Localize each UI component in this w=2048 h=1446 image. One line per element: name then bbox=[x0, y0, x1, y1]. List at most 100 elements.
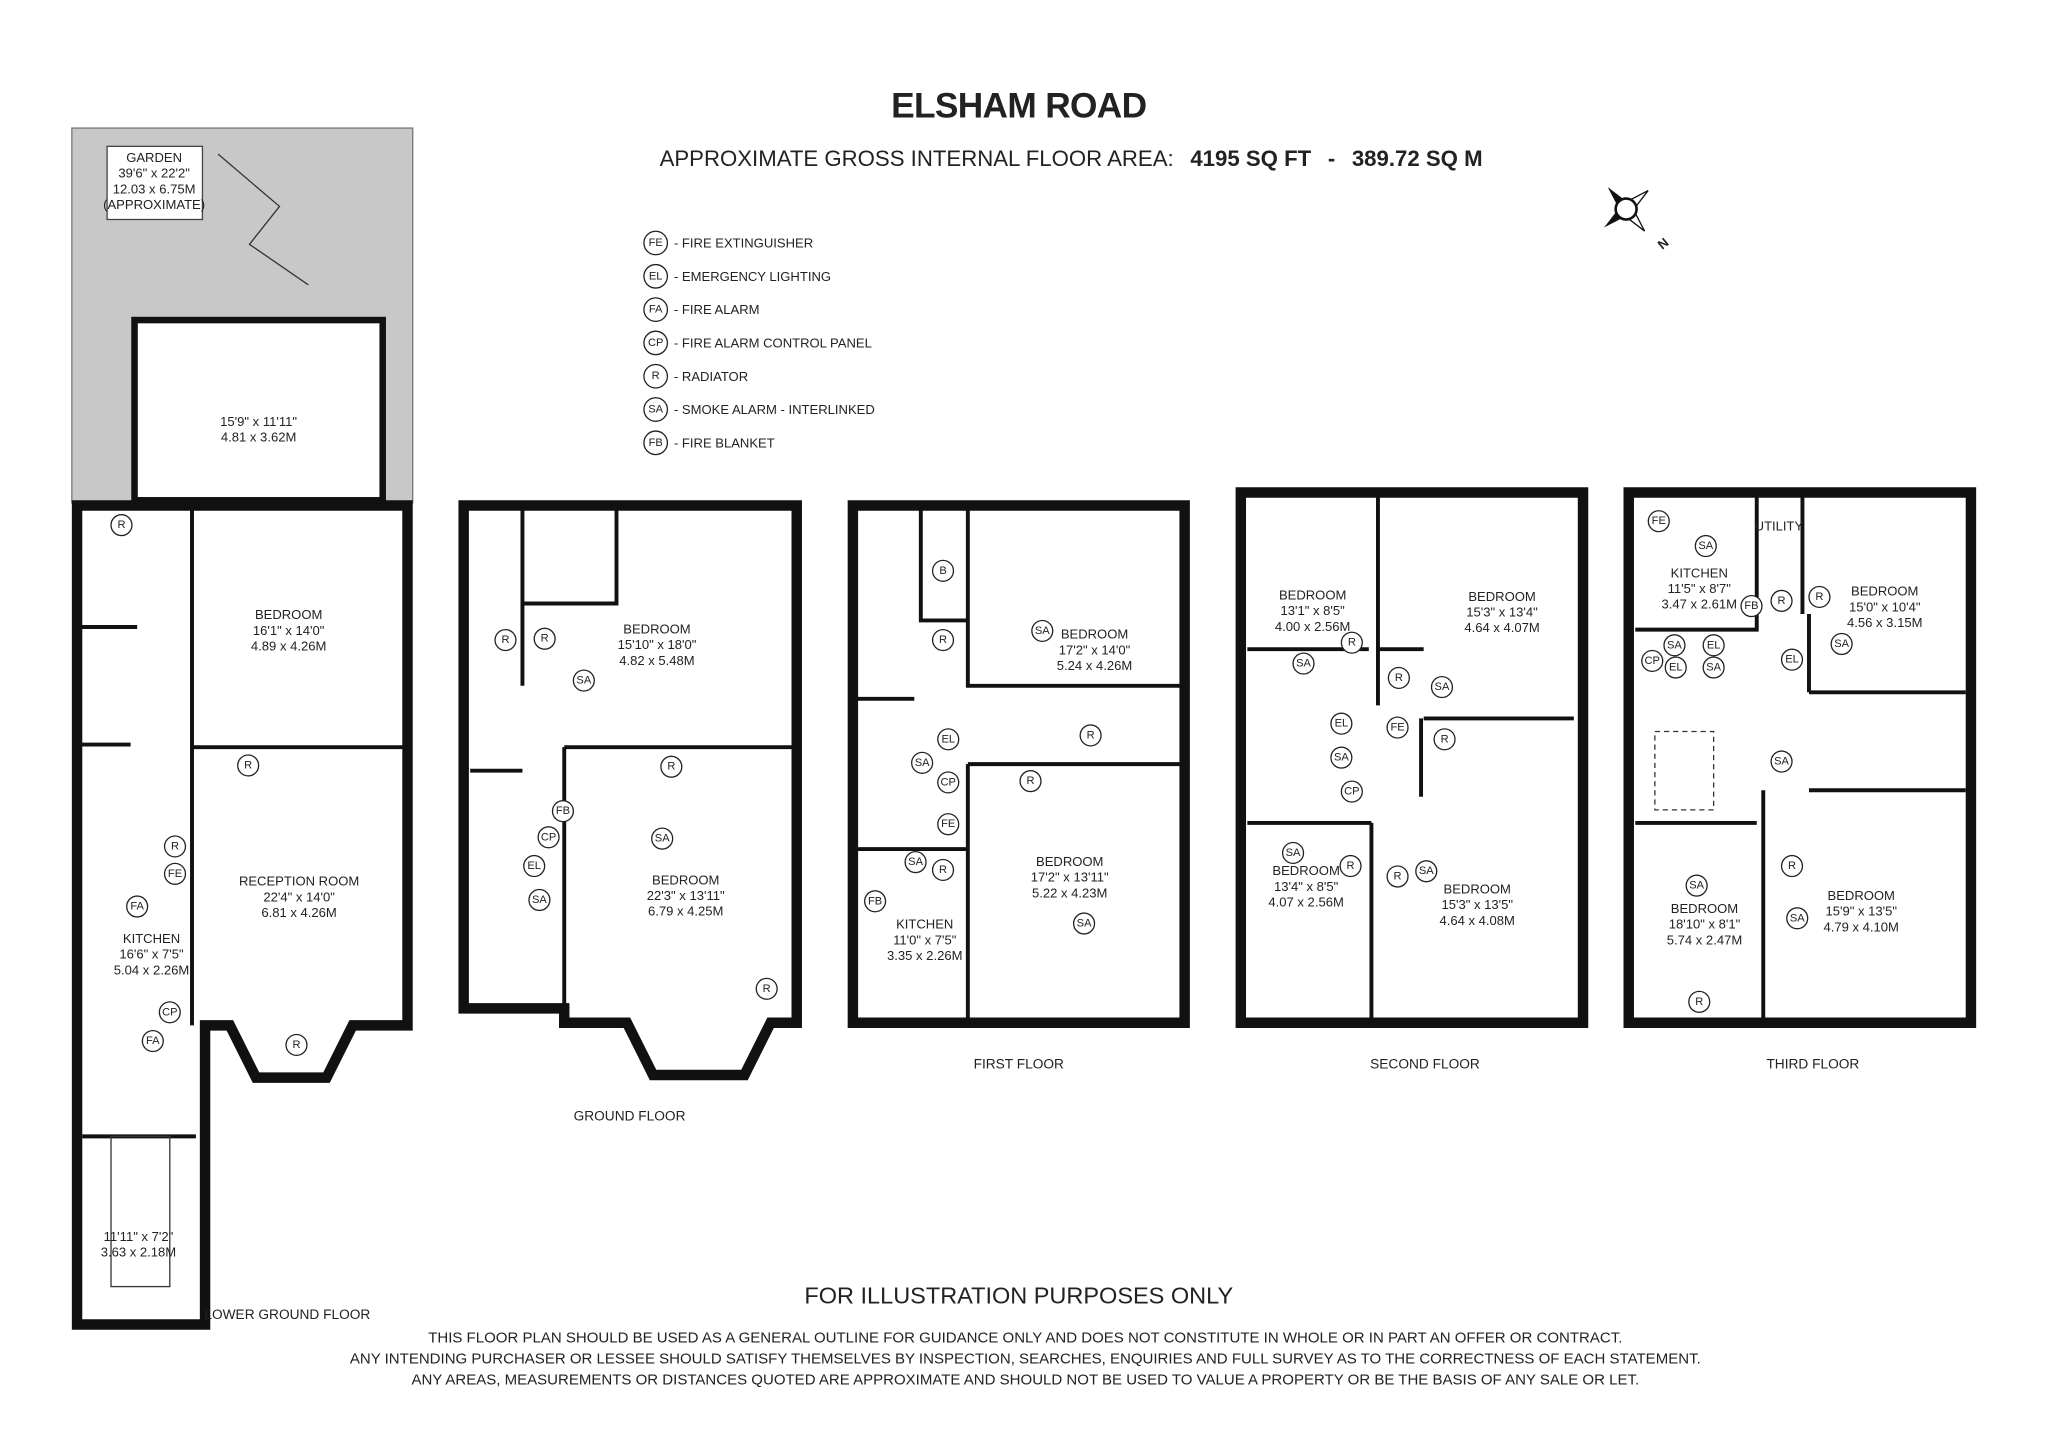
symbol-circle-icon bbox=[1281, 841, 1305, 865]
safety-symbol-fe: FE bbox=[937, 813, 960, 836]
legend-item: SA bbox=[643, 397, 669, 422]
symbol-code: SA bbox=[1689, 880, 1704, 892]
room-name: BEDROOM bbox=[255, 607, 322, 622]
symbol-code: R bbox=[1815, 591, 1823, 603]
room-dimensions-imperial: 11'0" x 7'5" bbox=[893, 932, 957, 947]
symbol-code: R bbox=[667, 761, 675, 773]
symbol-circle-icon bbox=[937, 771, 960, 794]
room-dimensions-metric: 4.81 x 3.62M bbox=[221, 430, 296, 445]
safety-symbol-r: R bbox=[1808, 585, 1831, 609]
safety-symbol-fe: FE bbox=[1647, 510, 1670, 533]
room-name: BEDROOM bbox=[1468, 589, 1535, 604]
symbol-code: SA bbox=[1419, 865, 1434, 877]
floor-area: APPROXIMATE GROSS INTERNAL FLOOR AREA: 4… bbox=[660, 146, 1483, 171]
room-dimensions-imperial: 15'0" x 10'4" bbox=[1849, 599, 1921, 614]
symbol-code: R bbox=[1395, 672, 1403, 684]
safety-symbol-cp: CP bbox=[937, 771, 960, 794]
symbol-code: SA bbox=[1790, 912, 1805, 924]
room-dimensions-imperial: 15'3" x 13'5" bbox=[1441, 897, 1513, 912]
first-floor-plan bbox=[847, 500, 1190, 1028]
symbol-circle-icon bbox=[1688, 990, 1711, 1013]
legend-code: FE bbox=[649, 237, 663, 249]
symbol-code: SA bbox=[908, 856, 923, 868]
symbol-circle-icon bbox=[1386, 716, 1409, 739]
symbol-circle-icon bbox=[1415, 860, 1438, 883]
safety-symbol-sa: SA bbox=[1702, 656, 1725, 679]
room-dimensions-metric: 6.79 x 4.25M bbox=[648, 904, 723, 919]
room-dimensions-imperial: 17'2" x 14'0" bbox=[1059, 642, 1131, 657]
legend-label: - FIRE ALARM bbox=[674, 302, 760, 317]
legend-item: EL bbox=[643, 263, 669, 289]
room-name: BEDROOM bbox=[1272, 863, 1339, 878]
safety-symbol-r: R bbox=[1340, 631, 1363, 654]
symbol-code: SA bbox=[1667, 639, 1682, 651]
symbol-circle-icon bbox=[931, 858, 955, 882]
safety-symbol-sa: SA bbox=[651, 827, 674, 850]
symbol-circle-icon bbox=[494, 628, 517, 652]
room-dimensions-imperial: 13'4" x 8'5" bbox=[1274, 879, 1339, 894]
symbol-circle-icon bbox=[1685, 874, 1708, 897]
legend-item: FB bbox=[643, 430, 669, 456]
room-dimensions-metric: 4.79 x 4.10M bbox=[1824, 919, 1899, 934]
symbol-code: EL bbox=[1335, 718, 1349, 730]
symbol-circle-icon bbox=[1740, 595, 1763, 618]
safety-symbol-cp: CP bbox=[537, 826, 560, 849]
safety-symbol-sa: SA bbox=[1786, 907, 1809, 930]
symbol-code: SA bbox=[1435, 681, 1450, 693]
symbol-code: FA bbox=[130, 901, 144, 913]
symbol-code: SA bbox=[1286, 847, 1301, 859]
room-dimensions-metric: 3.63 x 2.18M bbox=[101, 1245, 176, 1260]
safety-symbol-fe: FE bbox=[1386, 716, 1409, 739]
legend-symbol-icon bbox=[643, 397, 669, 422]
symbol-code: SA bbox=[1035, 625, 1050, 637]
symbol-code: R bbox=[1087, 729, 1095, 741]
floor-label: THIRD FLOOR bbox=[1766, 1056, 1859, 1071]
floor-area-sqm: 389.72 SQ M bbox=[1352, 146, 1483, 171]
room-dimensions-imperial: 16'1" x 14'0" bbox=[253, 623, 325, 638]
lower-ground-floor-plan: GARDEN 39'6" x 22'2" 12.03 x 6.75M (APPR… bbox=[71, 127, 414, 1330]
legend-code: R bbox=[652, 370, 660, 382]
legend-symbol-icon bbox=[643, 230, 669, 256]
room-dimensions-metric: 4.89 x 4.26M bbox=[251, 639, 326, 654]
symbol-circle-icon bbox=[937, 728, 960, 751]
symbol-circle-icon bbox=[158, 1001, 181, 1024]
safety-symbol-fb: FB bbox=[1740, 595, 1763, 618]
symbol-code: R bbox=[1441, 733, 1449, 745]
room-dimensions-imperial: 16'6" x 7'5" bbox=[119, 947, 184, 962]
symbol-circle-icon bbox=[1292, 652, 1315, 675]
symbol-code: SA bbox=[1774, 756, 1789, 768]
symbol-circle-icon bbox=[572, 669, 595, 692]
safety-symbol-sa: SA bbox=[1072, 912, 1096, 935]
symbol-circle-icon bbox=[1019, 770, 1042, 793]
safety-symbol-r: R bbox=[110, 514, 133, 537]
room-name: UTILITY bbox=[1755, 518, 1804, 533]
symbol-code: CP bbox=[162, 1006, 177, 1018]
safety-symbol-sa: SA bbox=[911, 751, 934, 774]
symbol-circle-icon bbox=[1702, 634, 1725, 657]
symbol-circle-icon bbox=[911, 751, 934, 774]
symbol-code: R bbox=[1347, 860, 1355, 872]
symbol-code: FB bbox=[1744, 600, 1758, 612]
safety-symbol-sa: SA bbox=[1663, 634, 1686, 657]
safety-symbol-r: R bbox=[1339, 854, 1362, 878]
safety-symbol-cp: CP bbox=[158, 1001, 181, 1024]
room-dimensions-metric: 4.64 x 4.07M bbox=[1464, 620, 1539, 635]
legend-code: FB bbox=[649, 437, 663, 449]
symbol-code: FB bbox=[868, 895, 882, 907]
symbol-circle-icon bbox=[1340, 780, 1363, 803]
legend-symbol-icon bbox=[643, 297, 669, 323]
legend-item: FA bbox=[643, 297, 669, 323]
room-dimensions-imperial: 22'4" x 14'0" bbox=[263, 889, 335, 904]
symbol-circle-icon bbox=[1386, 865, 1409, 888]
compass-north-label: N bbox=[1655, 235, 1672, 253]
safety-symbol-r: R bbox=[1770, 589, 1793, 612]
symbol-code: R bbox=[244, 759, 252, 771]
symbol-code: FE bbox=[941, 818, 955, 830]
symbol-circle-icon bbox=[1433, 728, 1456, 751]
room-dimensions-metric: 4.64 x 4.08M bbox=[1440, 913, 1515, 928]
safety-symbol-r: R bbox=[931, 858, 955, 882]
